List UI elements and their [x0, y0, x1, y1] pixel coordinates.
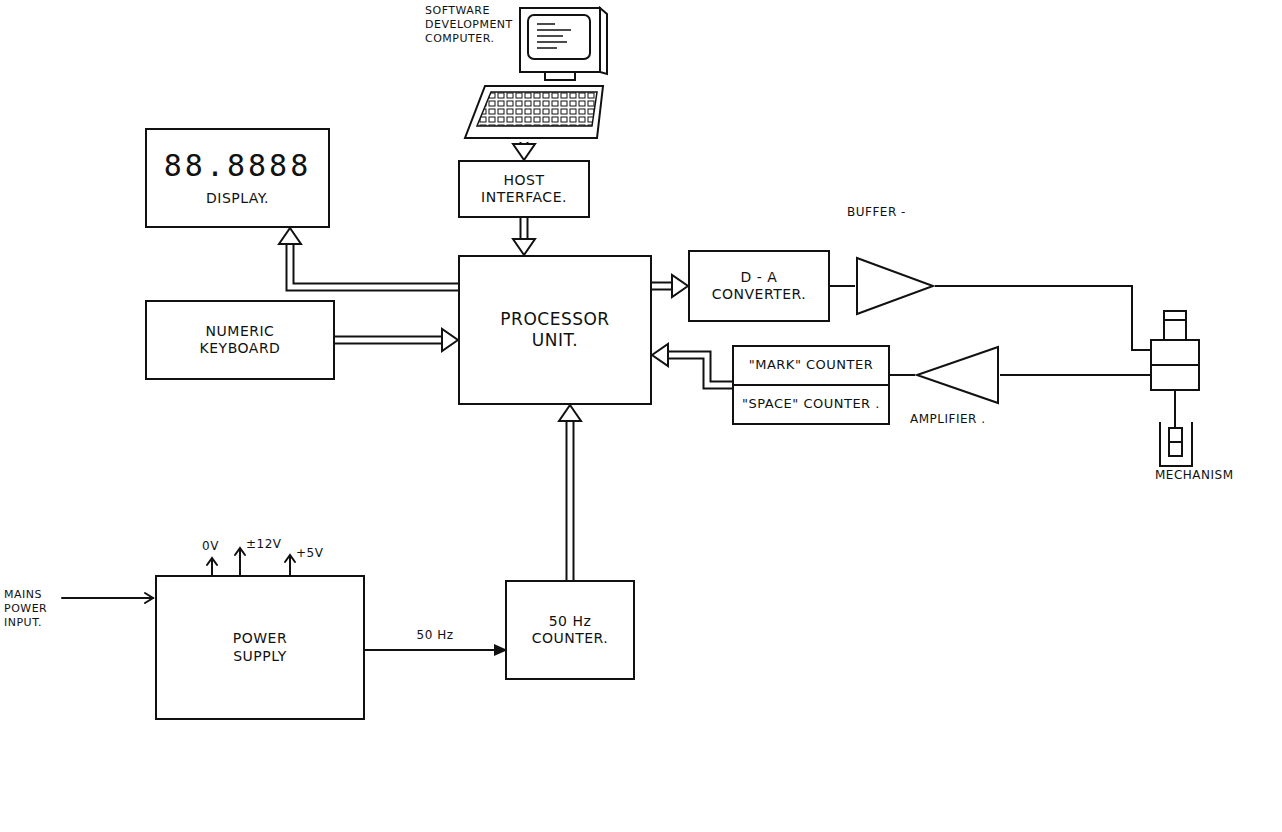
wire-line	[365, 649, 495, 651]
bus-outline	[668, 355, 732, 385]
signal-wire	[1000, 375, 1150, 376]
computer-illustration: SOFTWARE DEVELOPMENT COMPUTER.	[425, 4, 610, 146]
buffer-triangle: BUFFER -	[845, 205, 940, 320]
bus-arrow	[652, 344, 732, 385]
power-supply-box: POWER SUPPLY	[155, 575, 365, 720]
node-text: HOST INTERFACE.	[466, 172, 582, 207]
arrow-head	[672, 275, 688, 297]
bus-outline	[520, 218, 529, 239]
bus-inner	[522, 218, 527, 239]
amplifier-triangle: AMPLIFIER .	[905, 340, 1010, 435]
bus-inner	[335, 338, 442, 343]
node-text: DISPLAY.	[206, 190, 269, 208]
voltage-label: 0V	[202, 539, 219, 554]
display-digits: 88.8888	[164, 149, 311, 182]
bus-arrow	[652, 275, 688, 297]
arrow-head	[513, 144, 535, 160]
bus-inner	[290, 244, 458, 287]
arrow-head	[513, 239, 535, 255]
counter-box: 50 Hz COUNTER.	[505, 580, 635, 680]
converter-box: D - A CONVERTER.	[688, 250, 830, 322]
interface-box: HOST INTERFACE.	[458, 160, 590, 218]
bus-inner	[568, 421, 573, 580]
bus-arrow	[279, 228, 458, 287]
keyboard-box: NUMERIC KEYBOARD	[145, 300, 335, 380]
wire-line	[890, 374, 915, 376]
bus-arrow	[513, 218, 535, 255]
wire-line	[935, 286, 1150, 350]
bus-outline	[652, 282, 672, 291]
bus-outline	[566, 421, 575, 580]
counter-box: "MARK" COUNTER "SPACE" COUNTER .	[732, 345, 890, 425]
output-arrow	[207, 548, 295, 575]
bus-inner	[668, 355, 732, 385]
signal-wire	[365, 646, 505, 655]
counter-section: "MARK" COUNTER	[734, 347, 888, 386]
input-label: MAINS POWER INPUT.	[4, 588, 58, 629]
arrow-head	[279, 228, 301, 244]
bus-outline	[290, 244, 458, 287]
bus-outline	[335, 336, 442, 345]
arrow-head	[559, 405, 581, 421]
computer-label: SOFTWARE DEVELOPMENT COMPUTER.	[425, 4, 513, 45]
node-text: PROCESSOR UNIT.	[495, 309, 615, 352]
signal-wire	[830, 286, 855, 287]
node-text: 50 Hz COUNTER.	[525, 613, 615, 648]
voltage-label: +5V	[296, 546, 323, 561]
amplifier-symbol	[915, 345, 1000, 405]
wire-line	[1000, 374, 1150, 376]
arrow-head	[442, 329, 458, 351]
node-text: "MARK" COUNTER	[749, 357, 874, 373]
bus-arrow	[335, 329, 458, 351]
buffer-symbol	[855, 256, 935, 316]
mains-arrow	[62, 593, 153, 603]
processor-box: PROCESSOR UNIT.	[458, 255, 652, 405]
mechanism-drawing	[1150, 310, 1210, 470]
bus-arrow	[513, 142, 535, 160]
wire-line	[830, 285, 855, 287]
signal-label: 50 Hz	[415, 628, 456, 643]
mechanism-label: MECHANISM	[1155, 468, 1234, 483]
amplifier-label: AMPLIFIER .	[910, 412, 986, 427]
arrow-head	[652, 344, 668, 366]
counter-section: "SPACE" COUNTER .	[734, 386, 888, 423]
bus-arrow	[559, 405, 581, 580]
bus-inner	[652, 284, 672, 289]
node-text: D - A CONVERTER.	[704, 269, 814, 304]
node-text: NUMERIC KEYBOARD	[185, 323, 295, 358]
buffer-label: BUFFER -	[847, 205, 906, 220]
voltage-label: ±12V	[246, 537, 282, 552]
node-text: POWER SUPPLY	[215, 630, 305, 665]
mechanism-illustration: MECHANISM	[1130, 305, 1275, 485]
signal-wire	[890, 375, 915, 376]
arrow-head	[495, 646, 505, 655]
signal-wire	[935, 286, 1150, 350]
display-box: 88.8888DISPLAY.	[145, 128, 330, 228]
node-text: "SPACE" COUNTER .	[742, 396, 880, 412]
